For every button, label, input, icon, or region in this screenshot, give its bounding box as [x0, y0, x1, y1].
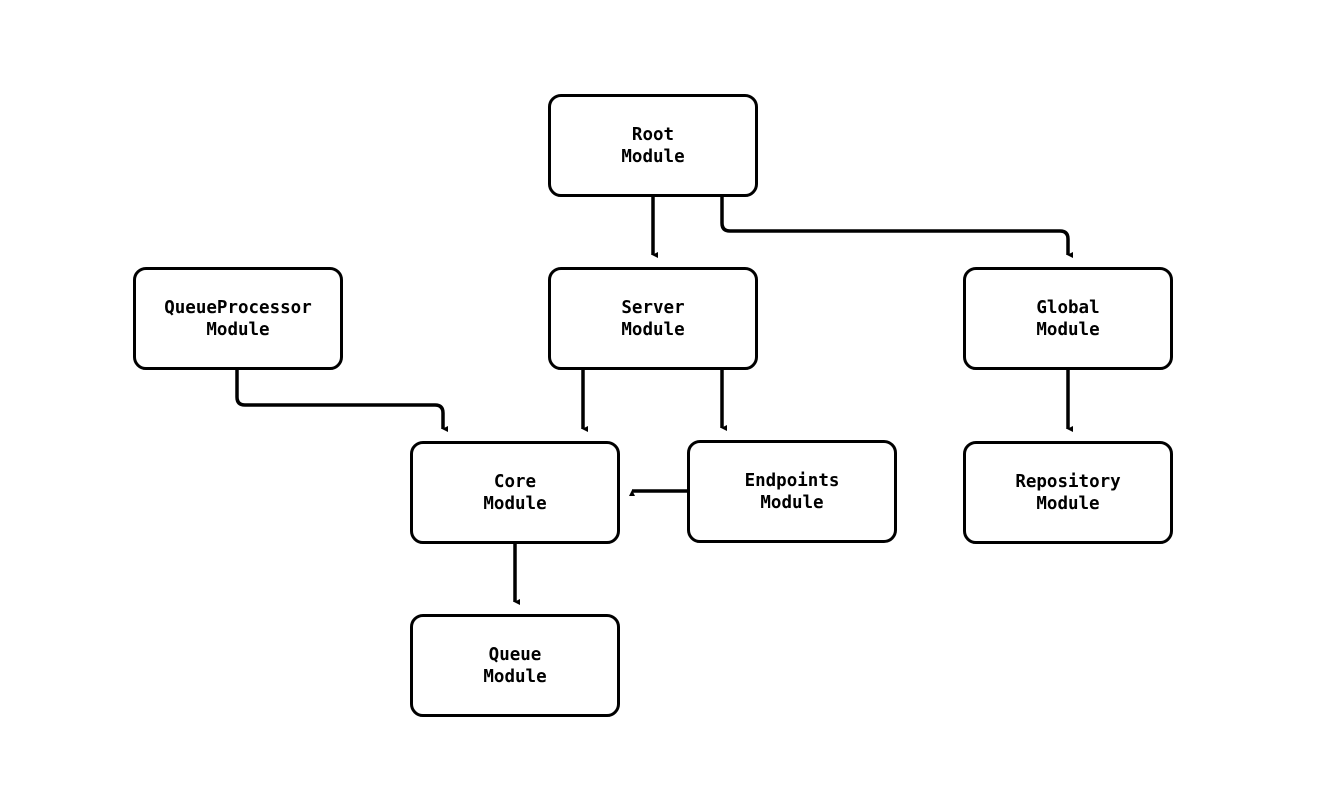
node-queueprocessor-module[interactable]: QueueProcessor Module [133, 267, 343, 370]
node-endpoints-module[interactable]: Endpoints Module [687, 440, 897, 543]
node-label-endpoints-module: Endpoints Module [744, 470, 840, 513]
node-repository-module[interactable]: Repository Module [963, 441, 1173, 544]
node-root-module[interactable]: Root Module [548, 94, 758, 197]
node-label-root-module: Root Module [621, 124, 685, 167]
edge-root-to-global [720, 197, 1073, 258]
node-queue-module[interactable]: Queue Module [410, 614, 620, 717]
node-label-queueprocessor-module: QueueProcessor Module [164, 297, 312, 340]
node-label-global-module: Global Module [1036, 297, 1100, 340]
node-label-queue-module: Queue Module [483, 644, 547, 687]
node-label-repository-module: Repository Module [1015, 471, 1121, 514]
edge-queueprocessor-to-core [235, 370, 448, 432]
node-label-server-module: Server Module [621, 297, 685, 340]
node-server-module[interactable]: Server Module [548, 267, 758, 370]
node-label-core-module: Core Module [483, 471, 547, 514]
node-core-module[interactable]: Core Module [410, 441, 620, 544]
node-global-module[interactable]: Global Module [963, 267, 1173, 370]
